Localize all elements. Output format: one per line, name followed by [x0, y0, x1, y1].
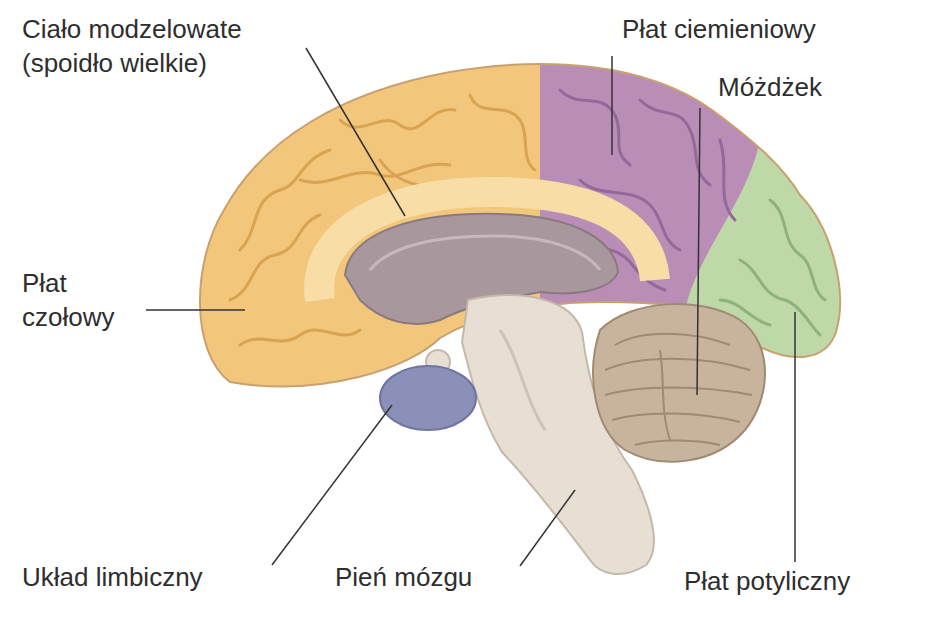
part-label: Płat ciemieniowy	[622, 12, 912, 46]
part-label: Płat potyliczny	[684, 564, 920, 598]
part-label: Pień mózgu	[335, 560, 535, 594]
part-label: Płat czołowy	[22, 266, 140, 334]
part-label: Układ limbiczny	[22, 560, 282, 594]
leader-lines	[146, 48, 795, 566]
part-label: Ciało modzelowate (spoidło wielkie)	[22, 12, 302, 80]
part-label: Móżdżek	[718, 70, 918, 104]
